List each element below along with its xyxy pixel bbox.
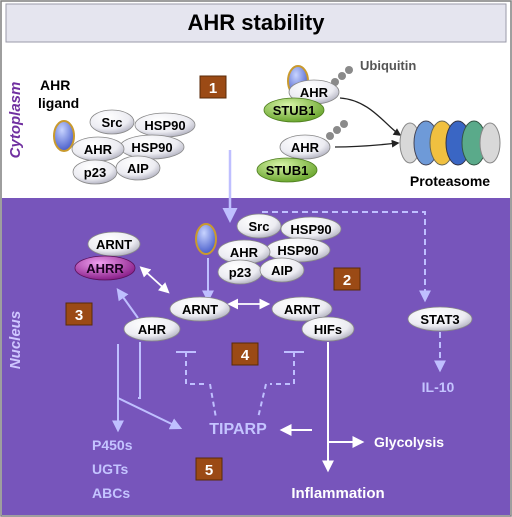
node-deg-ahr-1-label: AHR (300, 85, 329, 100)
node-stub1-1 (263, 97, 325, 123)
node-deg-ahr-2 (279, 134, 331, 160)
svg-text:HSP90: HSP90 (144, 118, 185, 133)
svg-text:1: 1 (209, 80, 217, 97)
node-deg-ahr-2-label: AHR (291, 140, 320, 155)
proteasome-label: Proteasome (410, 173, 490, 189)
node-hifs (301, 316, 355, 342)
nucleus-label: Nucleus (7, 311, 24, 369)
inflammation-label: Inflammation (291, 485, 384, 502)
node-arnt-left-label: ARNT (96, 237, 132, 252)
target-ugts: UGTs (92, 461, 129, 477)
svg-text:p23: p23 (84, 165, 106, 180)
node-nuc-src (236, 213, 282, 239)
svg-text:HSP90: HSP90 (131, 140, 172, 155)
node-stub1-1-label: STUB1 (273, 103, 316, 118)
node-cyto-aip (115, 155, 161, 181)
ligand-icon-nucleus (195, 223, 217, 255)
ubiquitin-chain-2 (326, 120, 348, 140)
svg-text:3: 3 (75, 307, 83, 324)
step-3-badge: 3 (65, 302, 93, 326)
cyto-complex: Src HSP90 HSP90 AHR p23 AIP (71, 109, 196, 185)
node-ahrr (74, 255, 136, 281)
node-cyto-src (89, 109, 135, 135)
stat3-dashed-arrow (262, 211, 431, 303)
target-p450s: P450s (92, 437, 133, 453)
node-ahr-center (123, 316, 181, 342)
ligand-label-line2: ligand (38, 95, 79, 111)
proteasome-icon (399, 120, 501, 166)
inhibition-left (176, 351, 217, 419)
ubiquitin-label: Ubiquitin (360, 58, 416, 73)
title-bar (5, 3, 507, 43)
svg-text:4: 4 (241, 347, 250, 364)
node-arnt-left (87, 231, 141, 257)
step-5-badge: 5 (195, 457, 223, 481)
ahr-vertical-line (138, 342, 141, 399)
ligand-label-line1: AHR (40, 77, 70, 93)
step-1-badge: 1 (199, 75, 227, 99)
il10-label: IL-10 (422, 379, 455, 395)
node-hifs-label: HIFs (314, 322, 342, 337)
svg-text:p23: p23 (229, 265, 251, 280)
svg-text:AIP: AIP (271, 263, 293, 278)
target-abcs: ABCs (92, 485, 130, 501)
svg-text:Src: Src (249, 219, 270, 234)
node-stub1-2-label: STUB1 (266, 163, 309, 178)
ligand-icon (53, 120, 75, 152)
ubiquitin-chain-1 (331, 66, 353, 86)
inhibition-right (257, 351, 304, 419)
node-arnt-right (271, 296, 333, 322)
node-nuc-aip (259, 257, 305, 283)
tiparp-label: TIPARP (209, 421, 267, 438)
title: AHR stability (188, 10, 326, 35)
degradation-arrow-2 (334, 139, 400, 148)
svg-text:5: 5 (205, 462, 213, 479)
node-stat3 (407, 306, 473, 332)
nuclear-complex: Src HSP90 HSP90 AHR p23 AIP (217, 213, 342, 285)
node-stat3-label: STAT3 (420, 312, 459, 327)
step-2-badge: 2 (333, 267, 361, 291)
svg-text:AHR: AHR (230, 245, 259, 260)
svg-text:AIP: AIP (127, 161, 149, 176)
svg-text:Src: Src (102, 115, 123, 130)
svg-text:2: 2 (343, 272, 351, 289)
node-arnt-right-label: ARNT (284, 302, 320, 317)
svg-text:AHR: AHR (84, 142, 113, 157)
svg-text:HSP90: HSP90 (277, 243, 318, 258)
degradation-arrow-1 (339, 97, 402, 136)
node-arnt-center-label: ARNT (182, 302, 218, 317)
node-stub1-2 (256, 157, 318, 183)
node-ahr-center-label: AHR (138, 322, 167, 337)
ahrr-dimer-double-arrow (139, 266, 170, 294)
glycolysis-label: Glycolysis (374, 434, 444, 450)
to-ahrr-arrow (116, 288, 139, 319)
node-ahrr-label: AHRR (86, 261, 124, 276)
cytoplasm-label: Cytoplasm (7, 82, 24, 159)
step-4-badge: 4 (231, 342, 259, 366)
svg-text:HSP90: HSP90 (290, 222, 331, 237)
